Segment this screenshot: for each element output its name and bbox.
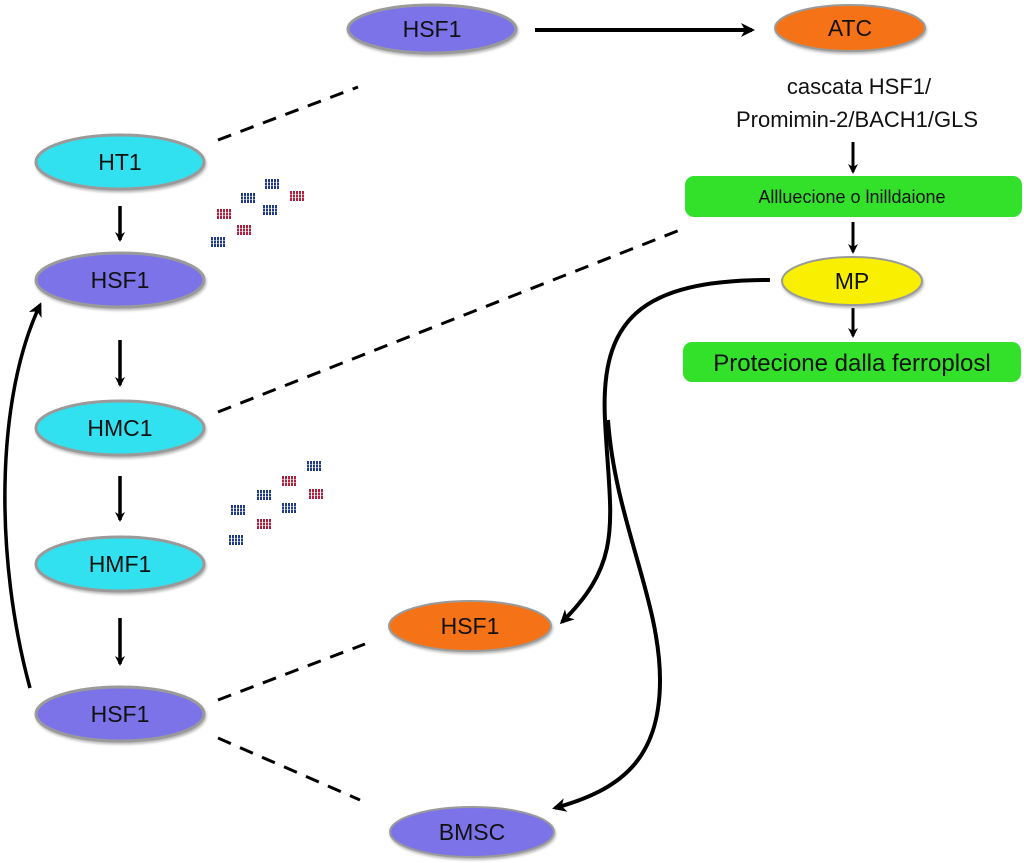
activation-box: Allluecione o lnilldaione [685, 176, 1022, 217]
protein-blob [229, 535, 243, 545]
node-label-hmc1: HMC1 [87, 415, 152, 441]
node-label-atc: ATC [828, 15, 872, 41]
arrow-mp-to-hsf1-orange [559, 278, 771, 625]
node-label-ht1: HT1 [98, 149, 141, 175]
solid-arrows [3, 23, 858, 812]
arrow-feedback-hsf1b-to-hsf1a [3, 302, 42, 689]
node-label-hsf1-orange: HSF1 [441, 613, 500, 639]
protection-box-label: Protecione dalla ferroplosl [713, 350, 991, 377]
node-hmf1: HMF1 [34, 535, 206, 593]
protein-blob [241, 193, 255, 203]
node-ht1: HT1 [34, 133, 206, 191]
protection-box: Protecione dalla ferroplosl [683, 342, 1021, 382]
dashed-link-ht1-hsf1-top [217, 85, 359, 142]
protein-blob [257, 519, 271, 529]
protein-blob [211, 237, 225, 247]
node-hsf1-orange: HSF1 [388, 600, 552, 652]
node-label-hsf1-top: HSF1 [403, 16, 462, 42]
protein-blob [265, 179, 279, 189]
protein-blob [282, 476, 296, 486]
node-label-hsf1-a: HSF1 [91, 267, 150, 293]
node-label-hmf1: HMF1 [89, 551, 152, 577]
dashed-link-hmc1-activation [217, 226, 686, 414]
dashed-link-hsf1b-bmsc [217, 736, 361, 802]
activation-box-label: Allluecione o lnilldaione [758, 187, 945, 207]
node-hsf1-a: HSF1 [34, 251, 206, 309]
dashed-connectors [217, 85, 686, 802]
node-bmsc: BMSC [389, 806, 555, 858]
dashed-link-hsf1b-hsf1-orange [217, 642, 366, 702]
node-mp: MP [781, 256, 923, 306]
protein-blob [290, 191, 304, 201]
protein-blob [217, 209, 231, 219]
cascade-line-1: cascata HSF1/ [787, 74, 932, 99]
node-label-bmsc: BMSC [439, 819, 505, 845]
node-label-hsf1-b: HSF1 [91, 701, 150, 727]
node-label-mp: MP [835, 268, 870, 294]
protein-blob [307, 461, 321, 471]
protein-cluster-icon [229, 461, 323, 545]
node-hsf1-top: HSF1 [346, 3, 518, 55]
protein-blob [263, 205, 277, 215]
cascade-line-2: Promimin-2/BACH1/GLS [736, 107, 978, 132]
protein-blob [257, 490, 271, 500]
protein-blob [309, 489, 323, 499]
cascade-caption: cascata HSF1/ Promimin-2/BACH1/GLS [736, 74, 978, 132]
node-atc: ATC [774, 4, 926, 52]
arrow-mp-to-bmsc [552, 419, 663, 812]
protein-blob [237, 225, 251, 235]
node-hsf1-b: HSF1 [34, 685, 206, 743]
protein-blob [282, 503, 296, 513]
protein-blob [231, 505, 245, 515]
protein-cluster-icon [211, 179, 304, 247]
node-hmc1: HMC1 [34, 399, 206, 457]
